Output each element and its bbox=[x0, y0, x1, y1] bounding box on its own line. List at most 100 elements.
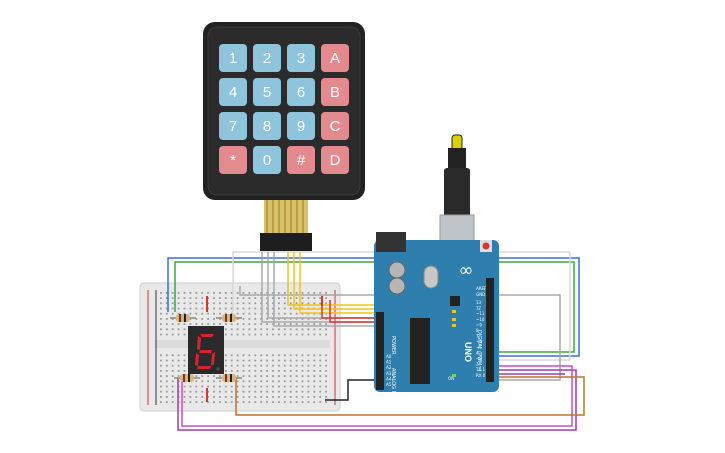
breadboard-hole[interactable] bbox=[242, 312, 245, 315]
breadboard-hole[interactable] bbox=[278, 312, 280, 315]
breadboard-hole[interactable] bbox=[266, 328, 268, 331]
breadboard-hole[interactable] bbox=[319, 370, 322, 372]
breadboard-hole[interactable] bbox=[219, 401, 221, 403]
breadboard-hole[interactable] bbox=[301, 297, 304, 299]
breadboard-hole[interactable] bbox=[207, 380, 209, 383]
breadboard-hole[interactable] bbox=[236, 375, 239, 377]
breadboard-hole[interactable] bbox=[295, 312, 298, 315]
breadboard-hole[interactable] bbox=[171, 370, 174, 372]
breadboard-hole[interactable] bbox=[236, 328, 239, 331]
breadboard-hole[interactable] bbox=[248, 318, 251, 320]
breadboard-hole[interactable] bbox=[207, 307, 209, 310]
breadboard-hole[interactable] bbox=[266, 312, 268, 315]
breadboard-hole[interactable] bbox=[278, 328, 280, 331]
breadboard-hole[interactable] bbox=[272, 333, 274, 336]
breadboard-hole[interactable] bbox=[278, 380, 280, 383]
breadboard-hole[interactable] bbox=[313, 380, 316, 383]
breadboard-hole[interactable] bbox=[266, 292, 268, 294]
breadboard-hole[interactable] bbox=[272, 375, 274, 377]
breadboard-hole[interactable] bbox=[266, 354, 268, 357]
breadboard-hole[interactable] bbox=[283, 359, 286, 362]
breadboard-hole[interactable] bbox=[319, 318, 322, 320]
breadboard-hole[interactable] bbox=[183, 312, 186, 315]
breadboard-hole[interactable] bbox=[230, 292, 233, 294]
breadboard-hole[interactable] bbox=[183, 359, 186, 362]
breadboard-hole[interactable] bbox=[248, 370, 251, 372]
breadboard-hole[interactable] bbox=[230, 396, 233, 398]
breadboard-hole[interactable] bbox=[272, 354, 274, 357]
breadboard-hole[interactable] bbox=[177, 302, 180, 305]
breadboard-hole[interactable] bbox=[313, 297, 316, 299]
keypad-key[interactable]: C bbox=[321, 112, 349, 140]
keypad-key[interactable]: 8 bbox=[253, 112, 281, 140]
breadboard-hole[interactable] bbox=[278, 292, 280, 294]
breadboard-hole[interactable] bbox=[319, 359, 322, 362]
breadboard-hole[interactable] bbox=[272, 364, 274, 367]
breadboard-hole[interactable] bbox=[260, 318, 263, 320]
keypad-key[interactable]: 7 bbox=[219, 112, 247, 140]
keypad-key[interactable]: 9 bbox=[287, 112, 315, 140]
breadboard-hole[interactable] bbox=[242, 302, 245, 305]
breadboard-hole[interactable] bbox=[213, 302, 215, 305]
breadboard-hole[interactable] bbox=[165, 370, 168, 372]
breadboard-hole[interactable] bbox=[278, 370, 280, 372]
breadboard-hole[interactable] bbox=[160, 323, 162, 325]
breadboard-hole[interactable] bbox=[325, 333, 327, 336]
breadboard-hole[interactable] bbox=[325, 396, 327, 398]
breadboard-hole[interactable] bbox=[242, 307, 245, 310]
breadboard-hole[interactable] bbox=[289, 328, 292, 331]
breadboard-hole[interactable] bbox=[183, 302, 186, 305]
breadboard-hole[interactable] bbox=[201, 323, 204, 325]
breadboard-hole[interactable] bbox=[242, 380, 245, 383]
breadboard-hole[interactable] bbox=[307, 370, 310, 372]
breadboard-hole[interactable] bbox=[230, 328, 233, 331]
breadboard-hole[interactable] bbox=[289, 375, 292, 377]
breadboard-hole[interactable] bbox=[260, 401, 263, 403]
breadboard-hole[interactable] bbox=[295, 390, 298, 393]
breadboard-hole[interactable] bbox=[213, 318, 215, 320]
breadboard-hole[interactable] bbox=[319, 390, 322, 393]
breadboard-hole[interactable] bbox=[260, 292, 263, 294]
breadboard-hole[interactable] bbox=[307, 323, 310, 325]
breadboard-hole[interactable] bbox=[283, 333, 286, 336]
breadboard-hole[interactable] bbox=[283, 396, 286, 398]
breadboard-hole[interactable] bbox=[254, 385, 257, 388]
breadboard-hole[interactable] bbox=[301, 390, 304, 393]
keypad-key[interactable]: 4 bbox=[219, 78, 247, 106]
breadboard-hole[interactable] bbox=[171, 292, 174, 294]
breadboard-hole[interactable] bbox=[207, 297, 209, 299]
breadboard-hole[interactable] bbox=[213, 312, 215, 315]
breadboard-hole[interactable] bbox=[189, 318, 192, 320]
breadboard-hole[interactable] bbox=[254, 297, 257, 299]
breadboard-hole[interactable] bbox=[177, 312, 180, 315]
breadboard-hole[interactable] bbox=[213, 390, 215, 393]
breadboard-hole[interactable] bbox=[171, 328, 174, 331]
breadboard-hole[interactable] bbox=[307, 390, 310, 393]
breadboard-hole[interactable] bbox=[236, 364, 239, 367]
breadboard-hole[interactable] bbox=[248, 312, 251, 315]
breadboard-hole[interactable] bbox=[301, 396, 304, 398]
breadboard-hole[interactable] bbox=[295, 354, 298, 357]
breadboard-hole[interactable] bbox=[236, 370, 239, 372]
breadboard-hole[interactable] bbox=[236, 307, 239, 310]
breadboard-hole[interactable] bbox=[307, 318, 310, 320]
breadboard-hole[interactable] bbox=[278, 302, 280, 305]
breadboard-hole[interactable] bbox=[171, 401, 174, 403]
breadboard-hole[interactable] bbox=[248, 364, 251, 367]
breadboard[interactable] bbox=[139, 282, 341, 412]
breadboard-hole[interactable] bbox=[183, 370, 186, 372]
breadboard-hole[interactable] bbox=[301, 318, 304, 320]
breadboard-hole[interactable] bbox=[289, 390, 292, 393]
breadboard-hole[interactable] bbox=[301, 292, 304, 294]
breadboard-hole[interactable] bbox=[160, 354, 162, 357]
breadboard-hole[interactable] bbox=[230, 370, 233, 372]
breadboard-hole[interactable] bbox=[224, 364, 227, 367]
breadboard-hole[interactable] bbox=[183, 354, 186, 357]
breadboard-hole[interactable] bbox=[236, 390, 239, 393]
breadboard-hole[interactable] bbox=[260, 375, 263, 377]
breadboard-hole[interactable] bbox=[295, 297, 298, 299]
breadboard-hole[interactable] bbox=[165, 302, 168, 305]
breadboard-hole[interactable] bbox=[266, 302, 268, 305]
breadboard-hole[interactable] bbox=[195, 302, 198, 305]
breadboard-hole[interactable] bbox=[319, 333, 322, 336]
